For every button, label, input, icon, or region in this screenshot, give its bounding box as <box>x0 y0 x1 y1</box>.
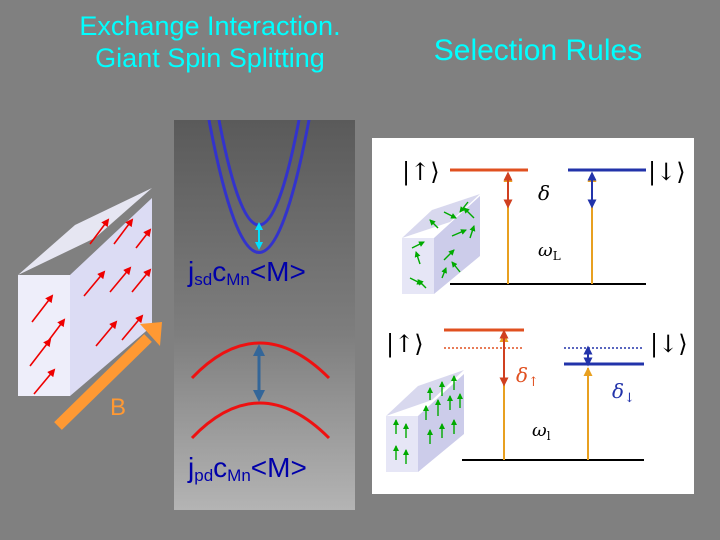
title-left-line1: Exchange Interaction. <box>79 11 341 41</box>
selection-rules-panel: |↑⟩ |↓⟩ δ ωL <box>372 138 694 494</box>
bottom-delta-up-label: δ↑ <box>516 363 539 390</box>
top-delta-label: δ <box>538 181 550 205</box>
valence-band-upper <box>190 341 331 380</box>
b-field-arrow <box>54 322 162 430</box>
top-omega-label: ωL <box>538 240 561 263</box>
bottom-diagram: |↑⟩ |↓⟩ δ↑ δ↓ ωl <box>386 328 688 472</box>
bottom-delta-down-label: δ↓ <box>612 379 635 406</box>
spin-arrows-red <box>29 218 152 395</box>
crystal-side-face <box>70 198 152 396</box>
magnetized-crystal <box>18 188 162 430</box>
band-curves <box>190 120 331 440</box>
band-splitting-panel: jsdcMn<M> jpdcMn<M> <box>174 120 355 510</box>
bottom-omega-label: ωl <box>532 420 551 443</box>
valence-band-lower <box>190 401 331 440</box>
title-selection-rules: Selection Rules <box>433 34 643 67</box>
conduction-band-lower <box>207 120 311 254</box>
bottom-ket-down: |↓⟩ <box>650 330 688 359</box>
formula-pd: jpdcMn<M> <box>188 452 307 485</box>
crystal-top-face <box>18 188 152 275</box>
top-diagram: |↑⟩ |↓⟩ δ ωL <box>402 158 686 294</box>
top-ket-down: |↓⟩ <box>648 158 686 187</box>
b-field-label: B <box>110 394 127 421</box>
bottom-ket-up: |↑⟩ <box>386 330 424 359</box>
formula-sd: jsdcMn<M> <box>188 256 306 289</box>
title-left-line2: Giant Spin Splitting <box>95 43 325 73</box>
title-exchange-interaction: Exchange Interaction. Giant Spin Splitti… <box>20 10 400 74</box>
random-spin-arrows <box>409 201 476 289</box>
aligned-spin-arrows <box>393 375 463 464</box>
crystal-front-face <box>18 275 70 396</box>
top-ket-up: |↑⟩ <box>402 158 440 187</box>
selection-rules-diagram: |↑⟩ |↓⟩ δ ωL <box>386 158 688 472</box>
